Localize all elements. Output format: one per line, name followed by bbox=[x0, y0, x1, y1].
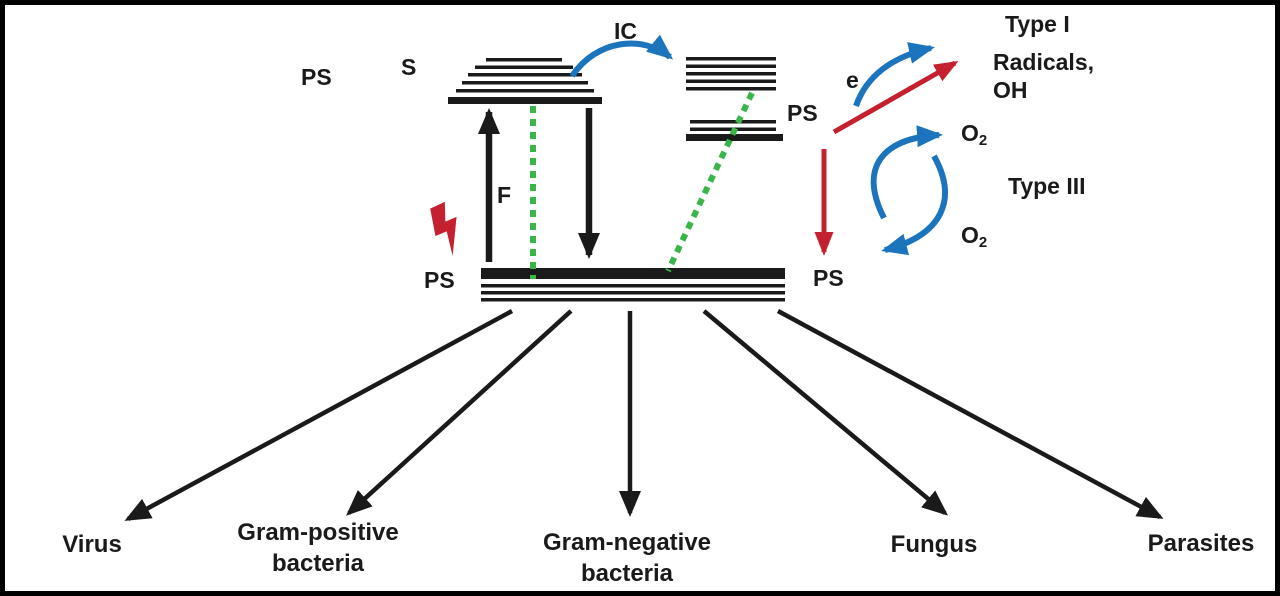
label-radicals: Radicals, bbox=[993, 49, 1094, 75]
nonradiative-decay-line bbox=[665, 91, 755, 273]
energy-level-line bbox=[456, 89, 594, 93]
label-type3-title: Type III bbox=[1008, 173, 1086, 199]
arrow-to-parasites bbox=[776, 309, 1164, 519]
label-ps-excited: PS bbox=[301, 64, 332, 90]
label-oh: OH bbox=[993, 77, 1028, 104]
label-type1-products: Radicals, OH bbox=[993, 48, 1094, 104]
arrow-to-gram-positive bbox=[346, 309, 573, 516]
target-line: bacteria bbox=[580, 560, 674, 588]
target-label-gram-positive: Gram-positive bacteria bbox=[237, 517, 398, 579]
target-label-fungus: Fungus bbox=[891, 529, 978, 560]
label-electron: e bbox=[846, 67, 859, 93]
type1-blue-curved-arrow bbox=[853, 42, 935, 108]
energy-level-line bbox=[686, 64, 776, 68]
triplet-upper-levels bbox=[686, 57, 776, 91]
target-line: Fungus bbox=[890, 531, 978, 558]
target-line: Gram-positive bbox=[237, 519, 399, 546]
energy-level-line bbox=[481, 298, 785, 302]
energy-level-line bbox=[686, 72, 776, 76]
energy-level-line bbox=[448, 97, 602, 104]
energy-level-line bbox=[686, 79, 776, 83]
energy-level-line bbox=[686, 134, 783, 141]
oxygen-exchange-arrow-up bbox=[870, 125, 943, 220]
label-type1-title: Type I bbox=[1005, 11, 1070, 37]
ground-state-levels bbox=[481, 268, 785, 302]
o2-bottom-subscript: 2 bbox=[978, 234, 988, 251]
target-line: Gram-negative bbox=[542, 529, 712, 556]
label-o2-bottom: O2 bbox=[961, 221, 987, 252]
label-o2-top: O2 bbox=[961, 119, 987, 150]
oxygen-exchange-arrow-down bbox=[881, 154, 948, 256]
energy-level-line bbox=[686, 57, 776, 61]
energy-level-line bbox=[462, 81, 588, 85]
target-line: bacteria bbox=[271, 550, 365, 578]
target-line: Parasites bbox=[1147, 530, 1255, 557]
o2-bottom-base: O bbox=[961, 222, 979, 248]
target-line: Virus bbox=[62, 531, 122, 558]
target-label-parasites: Parasites bbox=[1148, 528, 1255, 559]
label-internal-conversion: IC bbox=[614, 18, 637, 44]
singlet-energy-levels bbox=[448, 58, 602, 104]
target-label-gram-negative: Gram-negative bacteria bbox=[543, 527, 711, 589]
energy-level-line bbox=[481, 291, 785, 295]
arrow-layer bbox=[124, 34, 1164, 521]
energy-level-line bbox=[475, 65, 573, 69]
energy-level-line bbox=[481, 268, 785, 279]
arrow-to-fungus bbox=[702, 309, 949, 516]
lightning-bolt-icon bbox=[430, 201, 457, 256]
label-singlet-state: S bbox=[401, 54, 417, 80]
label-ps-ground-right: PS bbox=[813, 265, 844, 291]
energy-level-line bbox=[481, 284, 785, 288]
o2-top-subscript: 2 bbox=[978, 132, 988, 149]
energy-level-line bbox=[686, 87, 776, 91]
energy-level-line bbox=[486, 58, 562, 62]
label-ps-ground-left: PS bbox=[424, 267, 455, 293]
energy-level-line bbox=[468, 73, 582, 77]
arrow-to-virus bbox=[124, 309, 514, 521]
type1-electron-transfer-arrow bbox=[832, 60, 959, 135]
label-fluorescence: F bbox=[497, 182, 512, 208]
internal-conversion-arrow bbox=[569, 34, 674, 78]
o2-top-base: O bbox=[961, 120, 979, 146]
target-label-virus: Virus bbox=[62, 529, 122, 560]
energy-level-line bbox=[690, 120, 776, 124]
label-ps-triplet: PS bbox=[787, 100, 818, 126]
